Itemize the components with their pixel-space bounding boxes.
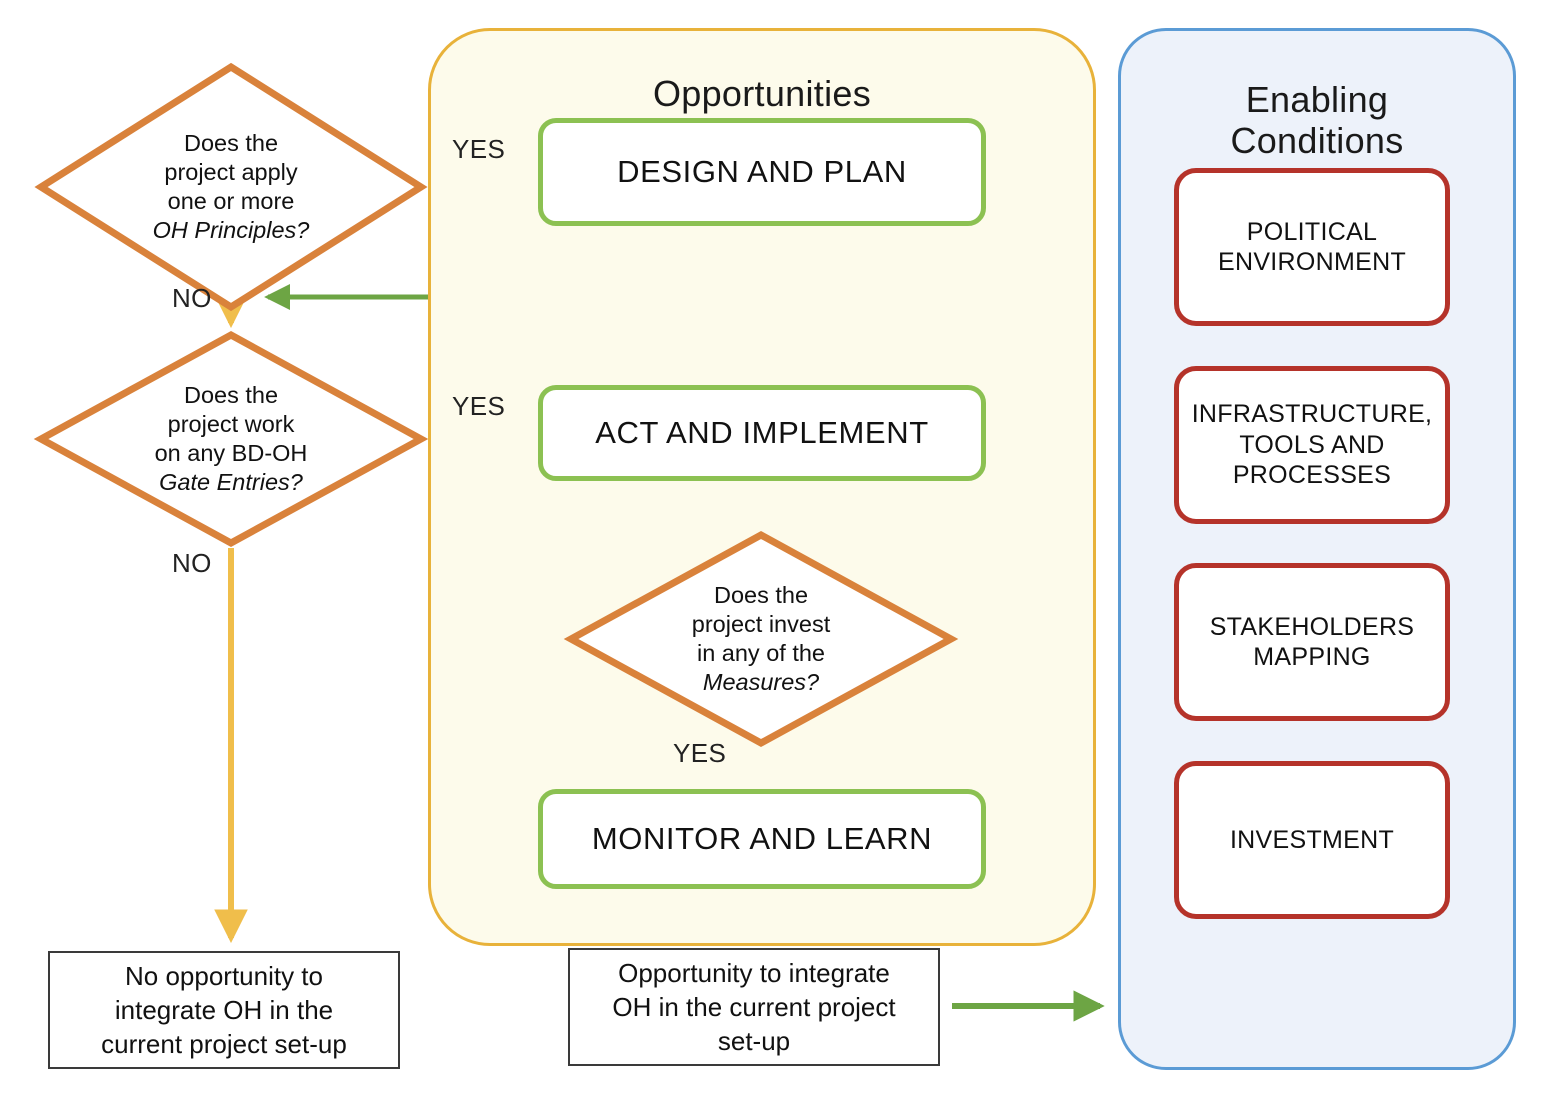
opportunities-panel-title: Opportunities: [652, 73, 872, 114]
condition-line-3: PROCESSES: [1232, 461, 1392, 490]
outcome-line-3: set-up: [717, 1026, 791, 1057]
decision-label: Does the project invest in any of the Me…: [566, 530, 956, 748]
decision-line-1: Does the: [713, 582, 809, 609]
condition-line-1: POLITICAL: [1246, 217, 1378, 246]
condition-box-stakeholders-mapping[interactable]: STAKEHOLDERS MAPPING: [1174, 563, 1450, 721]
decision-line-1: Does the: [183, 130, 279, 157]
decision-diamond-bd-oh-gate-entries[interactable]: Does the project work on any BD-OH Gate …: [33, 330, 429, 548]
diamond-shape: [33, 331, 429, 547]
outcome-line-2: integrate OH in the: [114, 994, 334, 1025]
decision-diamond-oh-principles[interactable]: Does the project apply one or more OH Pr…: [34, 62, 428, 312]
decision-line-3: one or more: [167, 188, 295, 214]
condition-line-2: TOOLS AND: [1239, 430, 1385, 459]
edge-label-no-gate: NO: [172, 548, 212, 578]
decision-emphasis: Gate Entries?: [159, 468, 303, 495]
decision-line-3: in any of the: [696, 640, 826, 666]
condition-line-1: INVESTMENT: [1229, 825, 1395, 854]
outcome-line-1: Opportunity to integrate: [618, 957, 890, 988]
process-box-label: MONITOR AND LEARN: [591, 821, 933, 856]
decision-diamond-measures[interactable]: Does the project invest in any of the Me…: [563, 530, 959, 748]
outcome-line-1: No opportunity to: [124, 960, 323, 991]
outcome-line-2: OH in the current project: [612, 991, 896, 1022]
outcome-line-3: current project set-up: [101, 1029, 347, 1060]
condition-box-infrastructure-tools-processes[interactable]: INFRASTRUCTURE, TOOLS AND PROCESSES: [1174, 366, 1450, 524]
enabling-title-line-1: Enabling: [1245, 79, 1389, 120]
condition-line-1: STAKEHOLDERS: [1209, 612, 1415, 641]
edge-label-yes-principles: YES: [452, 134, 506, 164]
process-box-label: ACT AND IMPLEMENT: [595, 415, 929, 450]
process-box-monitor-and-learn[interactable]: MONITOR AND LEARN: [538, 789, 986, 889]
process-box-design-and-plan[interactable]: DESIGN AND PLAN: [538, 118, 986, 226]
outcome-box-opportunity[interactable]: Opportunity to integrate OH in the curre…: [568, 948, 940, 1066]
condition-line-2: ENVIRONMENT: [1217, 248, 1407, 276]
decision-line-2: project work: [167, 411, 295, 438]
decision-line-3: on any BD-OH: [154, 440, 308, 466]
decision-emphasis: OH Principles?: [152, 216, 310, 243]
condition-box-political-environment[interactable]: POLITICAL ENVIRONMENT: [1174, 168, 1450, 326]
enabling-conditions-panel-title: Enabling Conditions: [1121, 79, 1513, 162]
edge-label-no-principles: NO: [172, 283, 212, 313]
enabling-title-line-2: Conditions: [1230, 120, 1404, 162]
condition-line-1: INFRASTRUCTURE,: [1191, 400, 1433, 429]
condition-label: INVESTMENT: [1230, 825, 1394, 856]
decision-line-1: Does the: [183, 382, 279, 409]
diamond-shape: [563, 531, 959, 747]
edge-label-yes-measures: YES: [673, 738, 727, 768]
outcome-label: Opportunity to integrate OH in the curre…: [612, 956, 895, 1059]
decision-label: Does the project work on any BD-OH Gate …: [36, 330, 426, 548]
outcome-box-no-opportunity[interactable]: No opportunity to integrate OH in the cu…: [48, 951, 400, 1069]
condition-label: INFRASTRUCTURE, TOOLS AND PROCESSES: [1192, 399, 1433, 491]
decision-line-2: project invest: [691, 611, 831, 638]
diamond-shape: [34, 62, 428, 312]
outcome-label: No opportunity to integrate OH in the cu…: [101, 959, 347, 1062]
edge-label-yes-gate: YES: [452, 391, 506, 421]
condition-label: STAKEHOLDERS MAPPING: [1210, 612, 1415, 673]
decision-line-2: project apply: [164, 159, 298, 186]
condition-line-2: MAPPING: [1253, 643, 1371, 671]
condition-label: POLITICAL ENVIRONMENT: [1218, 217, 1406, 278]
process-box-act-and-implement[interactable]: ACT AND IMPLEMENT: [538, 385, 986, 481]
process-box-label: DESIGN AND PLAN: [617, 154, 907, 189]
decision-label: Does the project apply one or more OH Pr…: [36, 62, 426, 312]
decision-emphasis: Measures?: [702, 668, 820, 695]
condition-box-investment[interactable]: INVESTMENT: [1174, 761, 1450, 919]
